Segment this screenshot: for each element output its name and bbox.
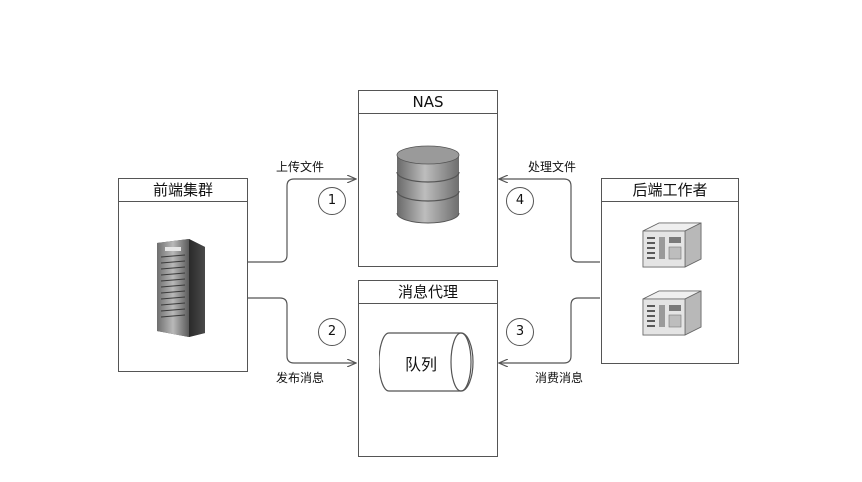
edge-process-label: 处理文件 (528, 160, 577, 174)
queue-label: 队列 (405, 355, 438, 374)
backend-worker-title: 后端工作者 (602, 179, 738, 202)
edge-upload-label: 上传文件 (276, 160, 325, 174)
backend-worker-box: 后端工作者 (601, 178, 739, 364)
frontend-cluster-box: 前端集群 (118, 178, 248, 372)
step-2-badge: 2 (318, 318, 346, 346)
server-unit-icon (642, 222, 702, 268)
step-4-badge: 4 (506, 187, 534, 215)
database-icon (396, 145, 460, 224)
frontend-cluster-title: 前端集群 (119, 179, 247, 202)
edge-publish-label: 发布消息 (276, 371, 325, 385)
step-1-badge: 1 (318, 187, 346, 215)
edge-consume-label: 消费消息 (535, 371, 584, 385)
edge-consume-line (499, 297, 600, 363)
message-broker-title: 消息代理 (359, 281, 497, 304)
edge-publish-line (218, 297, 356, 363)
nas-box: NAS (358, 90, 498, 267)
message-broker-box: 消息代理 队列 (358, 280, 498, 457)
nas-title: NAS (359, 91, 497, 114)
queue-cylinder-icon (379, 332, 474, 392)
server-tower-icon (157, 239, 205, 337)
step-3-badge: 3 (506, 318, 534, 346)
edge-upload-line (218, 179, 356, 263)
server-unit-icon (642, 290, 702, 336)
edge-process-line (499, 179, 600, 263)
